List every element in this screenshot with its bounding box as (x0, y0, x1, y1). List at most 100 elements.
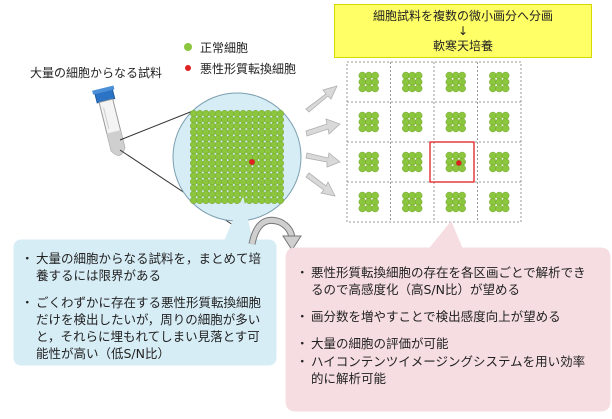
normal-cell (233, 190, 241, 198)
normal-cell (358, 158, 367, 166)
normal-cell (245, 165, 254, 174)
normal-cell (233, 178, 241, 186)
normal-cell (501, 111, 510, 120)
malignant-cell-icon (185, 65, 191, 71)
arrow-icon (305, 85, 338, 113)
normal-cell (270, 141, 278, 149)
normal-cell (233, 172, 241, 180)
normal-cell (221, 172, 229, 180)
normal-cell (214, 190, 223, 198)
normal-cell (458, 111, 466, 120)
normal-cell (208, 190, 216, 198)
normal-cell (239, 159, 247, 167)
normal-cell (239, 109, 247, 118)
normal-cell (190, 128, 198, 136)
normal-cell (458, 118, 466, 126)
normal-cell (239, 122, 247, 130)
normal-cell (190, 184, 198, 192)
normal-cell (371, 191, 379, 200)
normal-cell (221, 178, 229, 186)
normal-cell (414, 84, 423, 93)
normal-cell (208, 178, 216, 186)
normal-cell (190, 196, 198, 205)
normal-cell (276, 159, 285, 167)
normal-cell (196, 134, 204, 143)
normal-cell (270, 196, 278, 205)
normal-cell (214, 172, 223, 180)
normal-cell (501, 164, 510, 173)
normal-cell (458, 78, 466, 86)
normal-cell (489, 84, 497, 93)
normal-cell (270, 190, 278, 198)
normal-cell (202, 165, 210, 174)
normal-cell (202, 153, 210, 161)
normal-cell (264, 147, 272, 155)
normal-cell (190, 147, 198, 155)
normal-cell (196, 196, 204, 205)
normal-cell (270, 153, 278, 161)
normal-cell (489, 191, 497, 200)
normal-cell (264, 165, 272, 174)
normal-cell (227, 128, 235, 136)
normal-cell (227, 165, 235, 174)
normal-cell (402, 78, 410, 86)
normal-cell (445, 71, 454, 80)
normal-cell (221, 134, 229, 143)
normal-cell (358, 118, 367, 126)
normal-cell (276, 109, 285, 118)
normal-cell (227, 134, 235, 143)
normal-cell (221, 184, 229, 192)
normal-cell (190, 141, 198, 149)
normal-cell (214, 134, 223, 143)
normal-cell (358, 198, 367, 206)
normal-cell (489, 118, 497, 126)
normal-cell (358, 151, 367, 160)
normal-cell (371, 158, 379, 166)
normal-cell (445, 84, 454, 93)
normal-cell (276, 165, 285, 174)
normal-cell (414, 158, 423, 166)
normal-cell (258, 178, 266, 186)
normal-cell (276, 141, 285, 149)
normal-cell (190, 172, 198, 180)
legend: 正常細胞 悪性形質転換細胞 (184, 38, 296, 77)
normal-cell (239, 147, 247, 155)
normal-cell (214, 141, 223, 149)
normal-cell (190, 109, 198, 118)
normal-cell (264, 122, 272, 130)
normal-cell (258, 134, 266, 143)
normal-cell (202, 128, 210, 136)
normal-cell (245, 147, 254, 155)
normal-cell (258, 109, 266, 118)
normal-cell (270, 147, 278, 155)
normal-cell (239, 153, 247, 161)
normal-cell (221, 109, 229, 118)
normal-cell (414, 191, 423, 200)
normal-cell (445, 151, 454, 160)
normal-cell (208, 134, 216, 143)
normal-cell (202, 190, 210, 198)
normal-cell (245, 196, 254, 205)
normal-cell (258, 196, 266, 205)
normal-cell (270, 172, 278, 180)
normal-cell (245, 128, 254, 136)
normal-cell (227, 190, 235, 198)
normal-cell (252, 109, 260, 118)
normal-cell (208, 172, 216, 180)
arrow-icon (305, 118, 341, 137)
normal-cell (214, 147, 223, 155)
normal-cell (258, 165, 266, 174)
normal-cell (276, 172, 285, 180)
normal-cell (358, 124, 367, 133)
normal-cell (358, 191, 367, 200)
normal-cell (233, 159, 241, 167)
normal-cell (402, 191, 410, 200)
normal-cell (196, 122, 204, 130)
normal-cell (202, 116, 210, 124)
normal-cell (221, 116, 229, 124)
normal-cell (501, 71, 510, 80)
normal-cell (202, 134, 210, 143)
normal-cell (208, 116, 216, 124)
normal-cell (414, 164, 423, 173)
normal-cell (358, 78, 367, 86)
